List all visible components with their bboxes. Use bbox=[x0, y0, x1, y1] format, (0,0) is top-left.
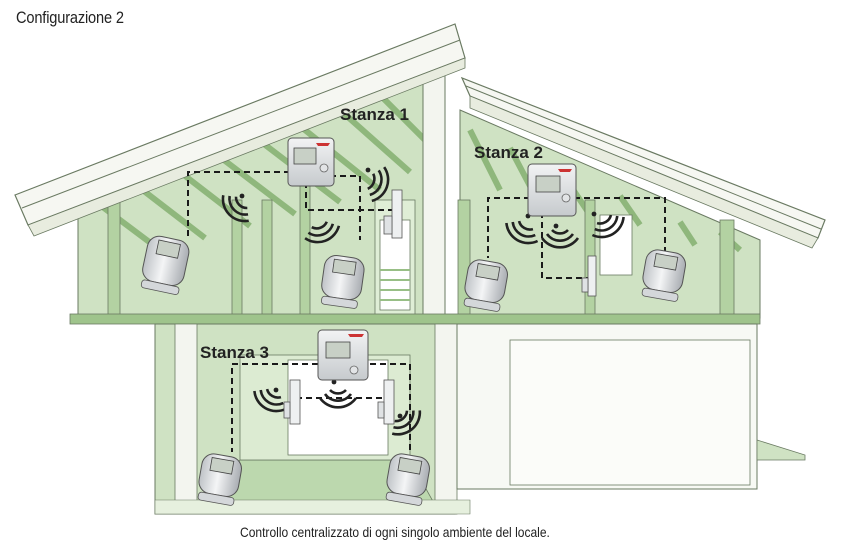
right-inner-wall bbox=[434, 323, 458, 515]
roof bbox=[14, 23, 826, 249]
link-room1-valve-right bbox=[330, 175, 361, 240]
link-room3-valve-right bbox=[370, 363, 411, 452]
figure-caption: Controllo centralizzato di ogni singolo … bbox=[240, 524, 550, 540]
radiator-valve-icon bbox=[321, 255, 365, 309]
window-contact-icon bbox=[377, 379, 395, 425]
window-contact-icon bbox=[581, 255, 597, 297]
house-structure bbox=[69, 59, 806, 515]
floor-beam bbox=[69, 313, 761, 325]
room-label-2: Stanza 2 bbox=[474, 143, 543, 162]
room-label-3: Stanza 3 bbox=[200, 343, 269, 362]
radiator-valve-icon bbox=[463, 259, 508, 312]
radiator-valve-icon bbox=[385, 453, 430, 506]
left-outer-wall bbox=[174, 323, 198, 515]
wall-thermostat-icon bbox=[527, 163, 577, 217]
room-label-1: Stanza 1 bbox=[340, 105, 409, 124]
attic-window-right bbox=[599, 214, 633, 276]
window-contact-icon bbox=[283, 379, 301, 425]
garage-door bbox=[509, 339, 751, 486]
ground-pad bbox=[154, 499, 471, 515]
window-contact-icon bbox=[383, 189, 403, 239]
link-room3-valve-left bbox=[231, 363, 318, 452]
wireless-signals bbox=[215, 163, 630, 443]
link-room2-valve-left bbox=[487, 197, 530, 258]
ground-step bbox=[756, 439, 806, 461]
link-room2-valve-right bbox=[574, 197, 666, 252]
page-title: Configurazione 2 bbox=[16, 8, 124, 27]
radiator-valve-icon bbox=[641, 249, 686, 302]
radiator-valve-icon bbox=[140, 235, 190, 295]
wall-thermostat-icon bbox=[287, 137, 335, 187]
link-room1-valve-left bbox=[187, 171, 290, 236]
center-column bbox=[422, 69, 446, 319]
wall-thermostat-icon bbox=[317, 329, 369, 381]
radiator-valve-icon bbox=[197, 453, 242, 506]
